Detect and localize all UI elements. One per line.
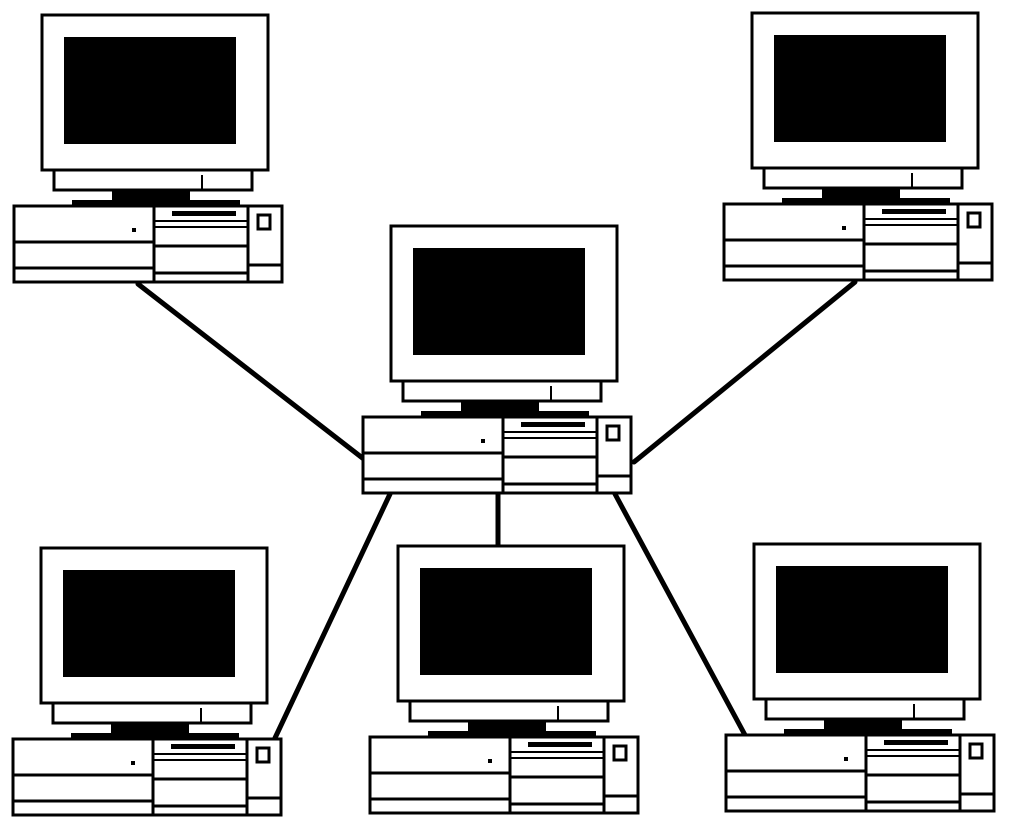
link-center-bottom-left bbox=[272, 491, 393, 741]
workstation-bottom-left-icon bbox=[11, 546, 283, 817]
workstation-bottom-center-icon bbox=[368, 544, 640, 815]
link-center-top-right bbox=[631, 279, 858, 465]
network-links bbox=[135, 279, 858, 741]
workstation-bottom-right-icon bbox=[724, 542, 996, 813]
workstation-center-icon bbox=[361, 224, 633, 495]
workstation-top-right-icon bbox=[722, 11, 994, 282]
link-center-bottom-right bbox=[612, 491, 748, 738]
workstation-top-left-icon bbox=[12, 13, 284, 284]
link-center-top-left bbox=[135, 281, 368, 463]
